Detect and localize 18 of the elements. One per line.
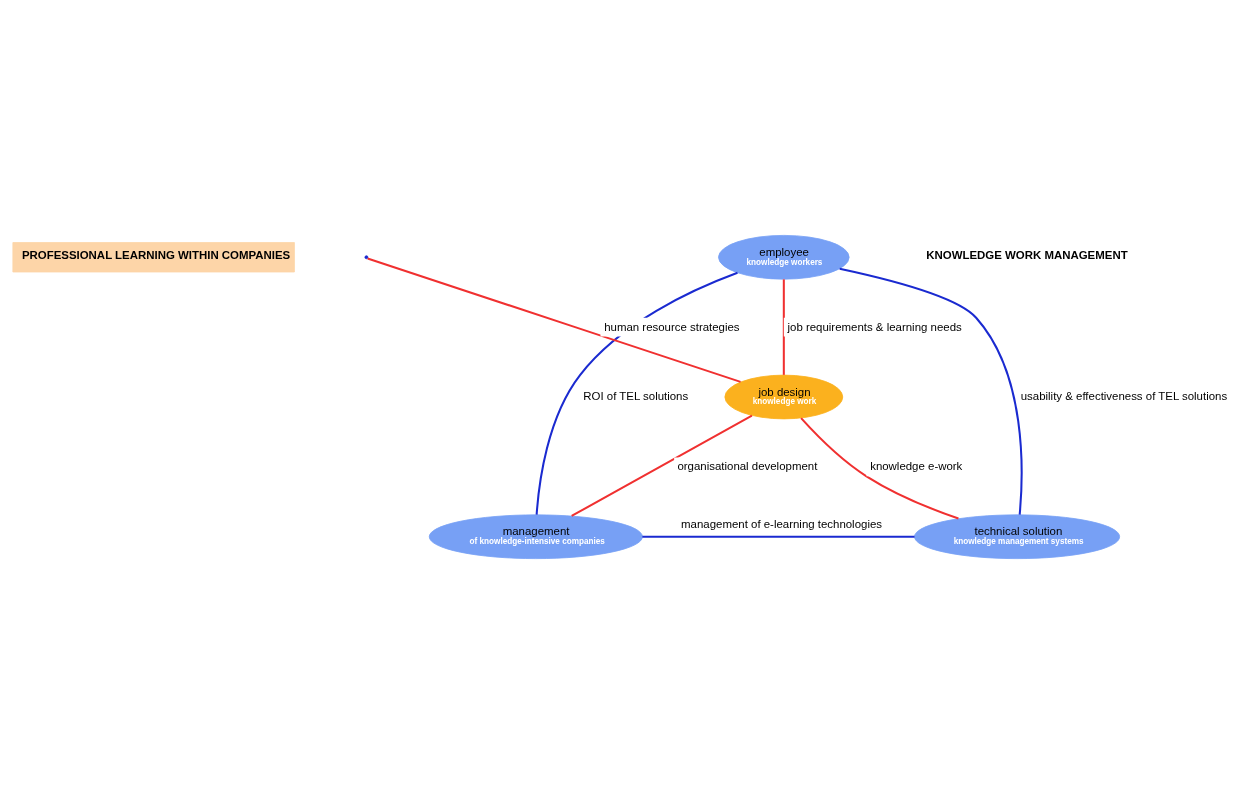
connector [800,416,959,520]
node-ellipse: technical solution knowledge management systems [914,513,1121,559]
node-ellipse: employee knowledge workers [718,234,850,280]
edge-label: human resource strategies [604,320,740,333]
edge-label: job requirements & learning needs [787,320,962,333]
node-box: PROFESSIONAL LEARNING WITHIN COMPANIES [12,241,295,272]
node-ellipse: management of knowledge-intensive companies [428,513,643,559]
label: KNOWLEDGE WORK MANAGEMENT [926,248,1128,261]
node-ellipse: job design knowledge work [724,374,844,419]
edge-label: management of e-learning technologies [681,517,883,530]
connector [839,267,1023,515]
edge-label: ROI of TEL solutions [583,389,689,402]
connector [571,414,753,517]
edge-label: usability & effectiveness of TEL solutions [1020,389,1228,402]
connector [642,535,915,538]
edge-label: knowledge e-work [870,459,963,472]
connector [782,278,785,375]
edge-label: organisational development [677,459,818,472]
